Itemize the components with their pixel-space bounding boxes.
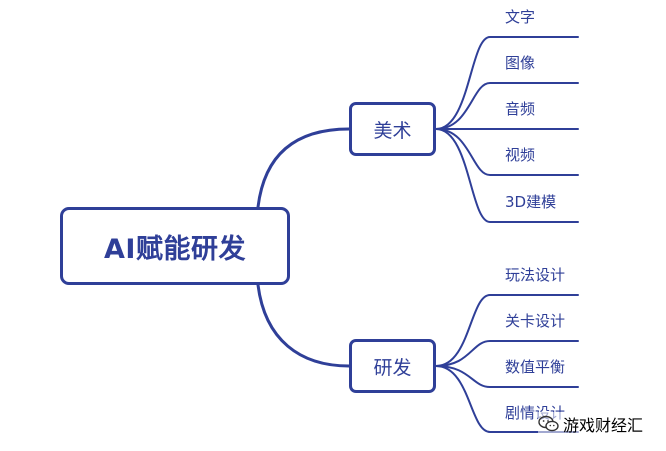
link-root-art	[256, 127, 351, 209]
root-node: AI赋能研发	[60, 207, 290, 285]
leaf-node: 文字	[505, 8, 536, 26]
link-art-leaf-0	[435, 36, 579, 130]
watermark-text: 游戏财经汇	[563, 416, 644, 435]
leaf-node: 3D建模	[505, 193, 557, 211]
link-rnd-leaf-1	[435, 340, 579, 367]
link-rnd-leaf-3	[435, 365, 579, 433]
link-rnd-leaf-2	[435, 365, 579, 388]
leaf-node: 玩法设计	[505, 266, 566, 284]
branch-label: 美术	[373, 119, 412, 142]
leaf-node: 音频	[505, 100, 536, 118]
wechat-icon	[538, 415, 560, 433]
link-root-rnd	[256, 283, 351, 368]
leaf-node: 数值平衡	[505, 358, 566, 376]
root-label: AI赋能研发	[104, 233, 246, 265]
branch-node-rnd: 研发	[349, 339, 436, 393]
branch-label: 研发	[373, 356, 412, 379]
link-art-leaf-1	[435, 82, 579, 130]
leaf-node: 图像	[505, 54, 536, 72]
branch-node-art: 美术	[349, 102, 436, 156]
watermark: 游戏财经汇	[538, 412, 644, 436]
link-art-leaf-4	[435, 128, 579, 223]
leaf-node: 视频	[505, 146, 536, 164]
link-art-leaf-3	[435, 128, 579, 176]
leaf-node: 关卡设计	[505, 312, 566, 330]
link-rnd-leaf-0	[435, 294, 579, 367]
